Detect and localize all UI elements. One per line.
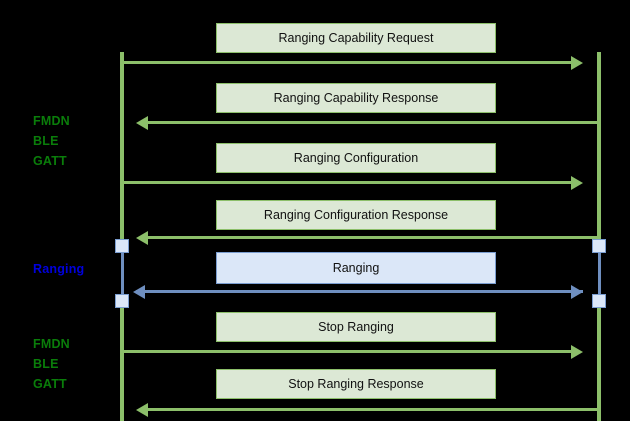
activation-box-left-start	[115, 239, 129, 253]
message-box-ranging-configuration: Ranging Configuration	[216, 143, 496, 173]
lifeline-right-lower	[597, 299, 601, 421]
message-arrow-head-6	[571, 344, 583, 359]
message-box-ranging: Ranging	[216, 252, 496, 284]
message-box-ranging-capability-response: Ranging Capability Response	[216, 83, 496, 113]
message-arrow-head-4	[136, 230, 148, 245]
message-arrow-head-7	[136, 402, 148, 417]
phase-label-fmdn-top: FMDN BLE GATT	[33, 114, 70, 168]
message-arrow-head-1	[571, 55, 583, 70]
lifeline-right-ranging	[597, 244, 601, 301]
message-arrow-head-3	[571, 175, 583, 190]
message-box-stop-ranging: Stop Ranging	[216, 312, 496, 342]
message-arrow-line-1	[124, 61, 571, 64]
lifeline-left-ranging	[120, 244, 124, 301]
activation-box-left-end	[115, 294, 129, 308]
phase-label-ranging: Ranging	[33, 262, 85, 276]
message-arrow-head-5-right	[571, 284, 583, 299]
message-arrow-line-3	[124, 181, 571, 184]
message-box-ranging-capability-request: Ranging Capability Request	[216, 23, 496, 53]
message-box-ranging-configuration-response: Ranging Configuration Response	[216, 200, 496, 230]
message-box-stop-ranging-response: Stop Ranging Response	[216, 369, 496, 399]
lifeline-left-upper	[120, 52, 124, 244]
phase-label-fmdn-bottom: FMDN BLE GATT	[33, 337, 70, 391]
message-arrow-line-7	[148, 408, 597, 411]
message-arrow-head-5-left	[133, 284, 145, 299]
message-arrow-line-5	[136, 290, 583, 293]
message-arrow-line-6	[124, 350, 571, 353]
activation-box-right-start	[592, 239, 606, 253]
message-arrow-head-2	[136, 115, 148, 130]
message-arrow-line-2	[148, 121, 597, 124]
lifeline-left-lower	[120, 299, 124, 421]
activation-box-right-end	[592, 294, 606, 308]
message-arrow-line-4	[148, 236, 597, 239]
lifeline-right-upper	[597, 52, 601, 244]
